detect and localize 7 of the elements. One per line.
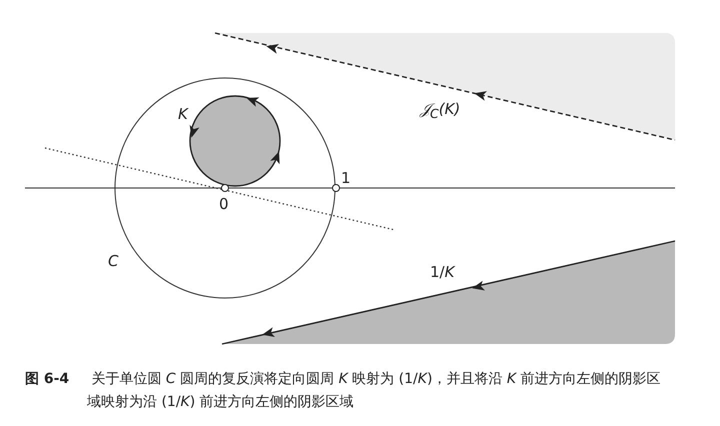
figure-caption: 图 6-4 关于单位圆 C 圆周的复反演将定向圆周 K 映射为 (1/K)，并且将沿 K 前进方向左侧的阴影区域映射为沿 (1/K) 前进方向左侧的阴影区域	[25, 370, 662, 412]
curve-label: 1/K	[430, 265, 454, 280]
point-label: 1	[341, 171, 351, 186]
curve-label: 𝒥$_{C}$(K)	[420, 102, 460, 120]
circle-label: C	[108, 254, 118, 269]
point-label: 0	[219, 197, 229, 212]
curve-label: K	[178, 107, 188, 122]
